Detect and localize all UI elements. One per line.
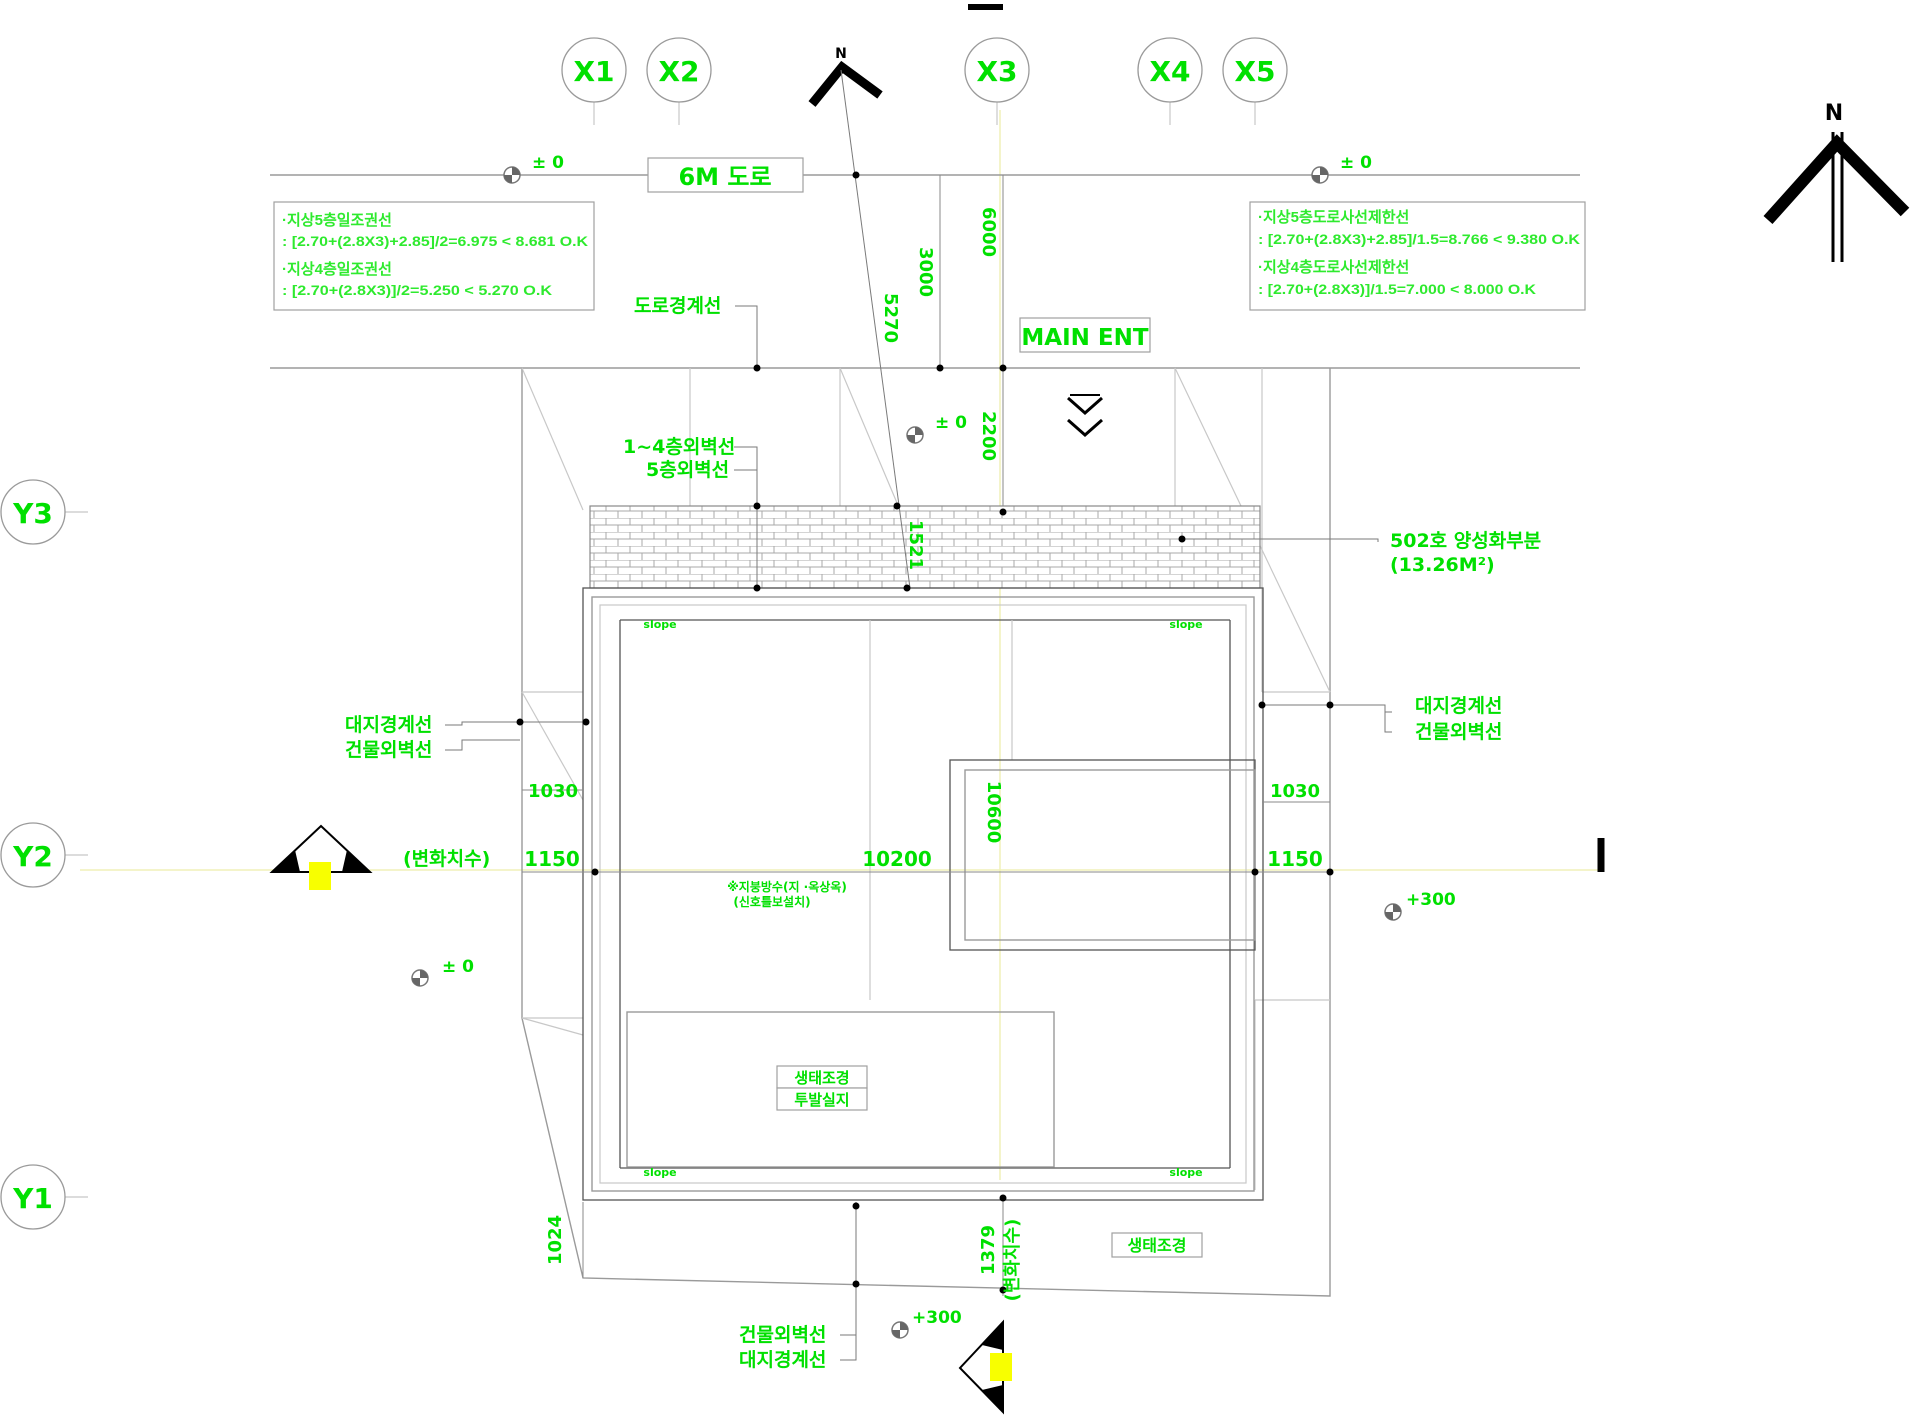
grid-label-y2: Y2 xyxy=(12,840,53,873)
dim-2200: 2200 xyxy=(978,411,999,461)
sunlight-note-l3: ·지상4층일조권선 xyxy=(282,260,392,278)
dim-1030-right: 1030 xyxy=(1270,781,1320,802)
grid-label-x3: X3 xyxy=(976,55,1017,88)
grid-label-x2: X2 xyxy=(658,55,699,88)
slope-labels: slope slope slope slope xyxy=(643,618,1202,1179)
dim-10200: 10200 xyxy=(862,847,932,871)
grid-label-y3: Y3 xyxy=(12,497,53,530)
slope-label-4: slope xyxy=(1169,1166,1202,1179)
roof-note-1: ※지붕방수(지 ·옥상옥) xyxy=(727,879,847,894)
sunlight-note-l1: ·지상5층일조권선 xyxy=(282,211,392,229)
dim-10600: 10600 xyxy=(983,781,1004,844)
section-marker-bottom xyxy=(958,1319,1012,1415)
wall-1-4-label: 1~4층외벽선 xyxy=(623,436,735,458)
slant-line xyxy=(840,69,1004,589)
road-note-l3: ·지상4층도로사선제한선 xyxy=(1258,259,1409,276)
dim-6000: 6000 xyxy=(978,207,999,257)
grid-label-y1: Y1 xyxy=(12,1182,53,1215)
road-note-l4: : [2.70+(2.8X3)]/1.5=7.000 < 8.000 O.K xyxy=(1258,281,1536,297)
roof-note-2: (신호틀보설치) xyxy=(733,894,810,909)
level-zero-2: ± 0 xyxy=(1340,153,1372,173)
site-boundary xyxy=(521,367,1331,1297)
slope-label-1: slope xyxy=(643,618,676,631)
inner-room-right xyxy=(949,759,1256,951)
dim-3000: 3000 xyxy=(915,247,936,297)
north-label-large: N xyxy=(1825,101,1843,126)
eco-label-3: 생태조경 xyxy=(1128,1236,1187,1255)
level-plus300-1: +300 xyxy=(1406,890,1456,910)
slope-label-3: slope xyxy=(643,1166,676,1179)
grid-bubbles-x: X1 X2 X3 X4 X5 xyxy=(561,37,1288,125)
road-lines xyxy=(270,4,1580,369)
inner-planter: 생태조경 투발실지 xyxy=(626,1011,1055,1168)
building-wall-label-left: 건물외벽선 xyxy=(345,739,432,761)
building-outline xyxy=(582,587,1264,1201)
road-boundary-label: 도로경계선 xyxy=(634,295,721,317)
road-label-box: 6M 도로 xyxy=(647,157,804,193)
dimension-lines xyxy=(522,789,1330,1296)
dim-1024: 1024 xyxy=(545,1215,566,1265)
roof-note: ※지붕방수(지 ·옥상옥) (신호틀보설치) xyxy=(727,879,847,909)
building-wall-label-bottom: 건물외벽선 xyxy=(739,1324,826,1346)
sunlight-note: ·지상5층일조권선 : [2.70+(2.8X3)+2.85]/2=6.975 … xyxy=(273,201,595,311)
level-markers: ± 0 ± 0 ± 0 ± 0 +300 +300 xyxy=(411,153,1456,1339)
section-marker-left xyxy=(269,824,373,890)
slope-label-2: slope xyxy=(1169,618,1202,631)
site-boundary-label-bottom: 대지경계선 xyxy=(739,1349,826,1371)
dim-changed-vertical: (변화치수) xyxy=(1002,1219,1023,1302)
dim-5270: 5270 xyxy=(880,293,901,343)
room502-label-a: 502호 양성화부분 xyxy=(1390,530,1541,552)
node-dots xyxy=(516,171,1334,1294)
callout-labels: 도로경계선 1~4층외벽선 5층외벽선 502호 양성화부분 (13.26M²)… xyxy=(345,295,1541,1371)
wall-5-label: 5층외벽선 xyxy=(646,459,729,481)
site-boundary-label-left: 대지경계선 xyxy=(345,714,432,736)
sunlight-note-l4: : [2.70+(2.8X3)]/2=5.250 < 5.270 O.K xyxy=(282,282,552,298)
road-note-l2: : [2.70+(2.8X3)+2.85]/1.5=8.766 < 9.380 … xyxy=(1258,231,1580,247)
sunlight-note-l2: : [2.70+(2.8X3)+2.85]/2=6.975 < 8.681 O.… xyxy=(282,233,588,249)
level-zero-1: ± 0 xyxy=(532,153,564,173)
north-arrow-large: N xyxy=(1763,101,1910,262)
grid-label-x5: X5 xyxy=(1234,55,1275,88)
road-note-l1: ·지상5층도로사선제한선 xyxy=(1258,209,1409,226)
road-slant-note: ·지상5층도로사선제한선 : [2.70+(2.8X3)+2.85]/1.5=8… xyxy=(1249,201,1586,311)
dim-1150-left: 1150 xyxy=(524,847,580,871)
dim-1030-left: 1030 xyxy=(528,781,578,802)
dim-1150-right: 1150 xyxy=(1267,847,1323,871)
callout-leaders xyxy=(445,305,1392,1361)
dim-1521: 1521 xyxy=(905,520,926,570)
room502-label-b: (13.26M²) xyxy=(1390,554,1495,576)
level-plus300-2: +300 xyxy=(912,1308,962,1328)
eco-label-2: 투발실지 xyxy=(794,1091,849,1109)
grid-label-x4: X4 xyxy=(1149,55,1190,88)
grid-label-x1: X1 xyxy=(573,55,614,88)
north-label-small: N xyxy=(835,46,847,62)
main-entrance: MAIN ENT xyxy=(1019,317,1151,438)
setback-change-label: (변화치수) xyxy=(403,848,490,870)
road-label: 6M 도로 xyxy=(678,163,771,191)
tile-band-502 xyxy=(589,505,1261,589)
north-arrow-small: N xyxy=(808,46,883,107)
eco-label-1: 생태조경 xyxy=(794,1069,849,1087)
dim-1379: 1379 xyxy=(978,1225,999,1275)
grid-bubbles-y: Y3 Y2 Y1 xyxy=(0,479,88,1230)
site-boundary-label-right: 대지경계선 xyxy=(1415,695,1502,717)
building-wall-label-right: 건물외벽선 xyxy=(1415,721,1502,743)
dimension-labels: 3000 6000 5270 2200 1521 1030 1150 10200… xyxy=(524,207,1323,1301)
level-zero-4: ± 0 xyxy=(442,957,474,977)
level-zero-3: ± 0 xyxy=(935,413,967,433)
main-entrance-label: MAIN ENT xyxy=(1021,325,1148,351)
